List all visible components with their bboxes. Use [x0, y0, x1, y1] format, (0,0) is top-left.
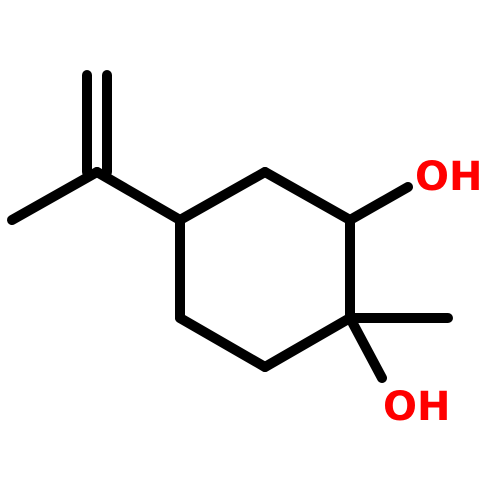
hydroxyl-label-bottom: OH [383, 384, 450, 430]
hydroxyl-bond-top [345, 182, 413, 225]
hydroxyl-label-top: OH [415, 154, 482, 200]
ring-bond [260, 167, 355, 225]
ring-bond [260, 313, 355, 372]
ring-bond [175, 313, 270, 372]
methyl-bond [7, 167, 102, 225]
ring-bond [175, 167, 270, 225]
hydroxyl-bond-bottom [345, 313, 387, 383]
isopropenyl-bond [92, 167, 185, 225]
